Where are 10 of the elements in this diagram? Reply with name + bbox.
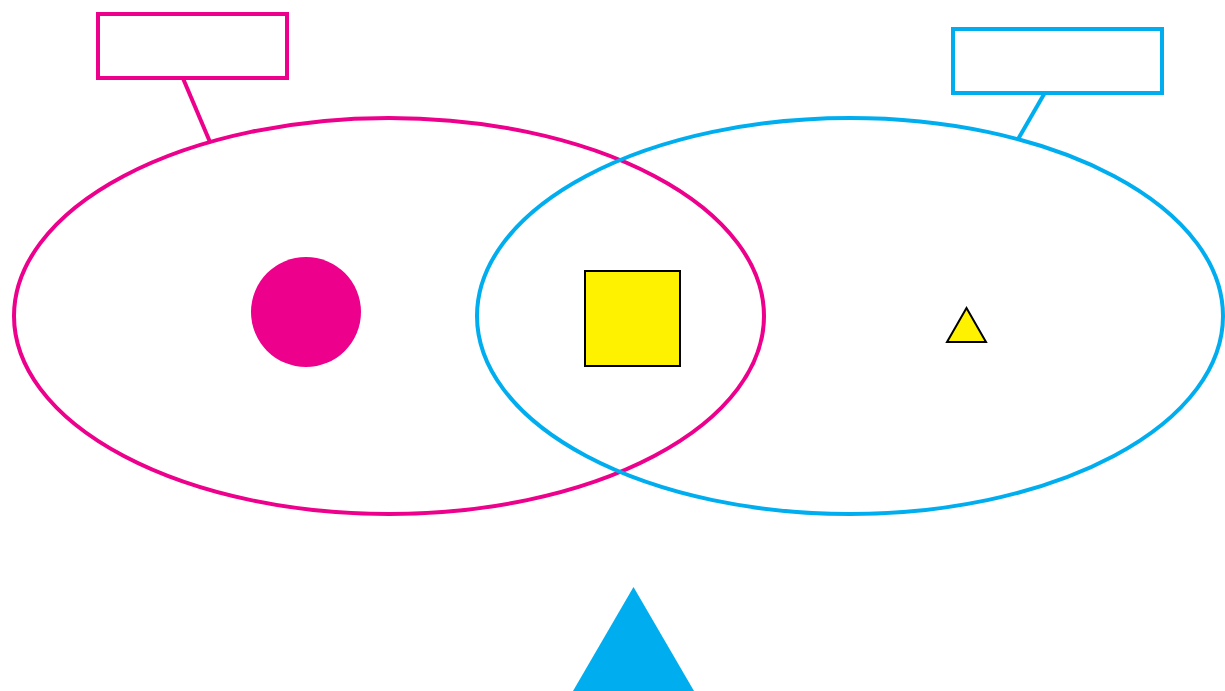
triangle-shape [946, 307, 987, 343]
triangle-shape [573, 587, 694, 691]
outlined-rectangle [96, 12, 289, 80]
outlined-ellipse [12, 116, 766, 516]
connector-line [1016, 92, 1047, 141]
outlined-rectangle [584, 270, 681, 367]
outlined-ellipse [475, 116, 1225, 516]
connector-line [181, 77, 212, 143]
outlined-rectangle [951, 27, 1164, 95]
filled-circle [251, 257, 361, 367]
